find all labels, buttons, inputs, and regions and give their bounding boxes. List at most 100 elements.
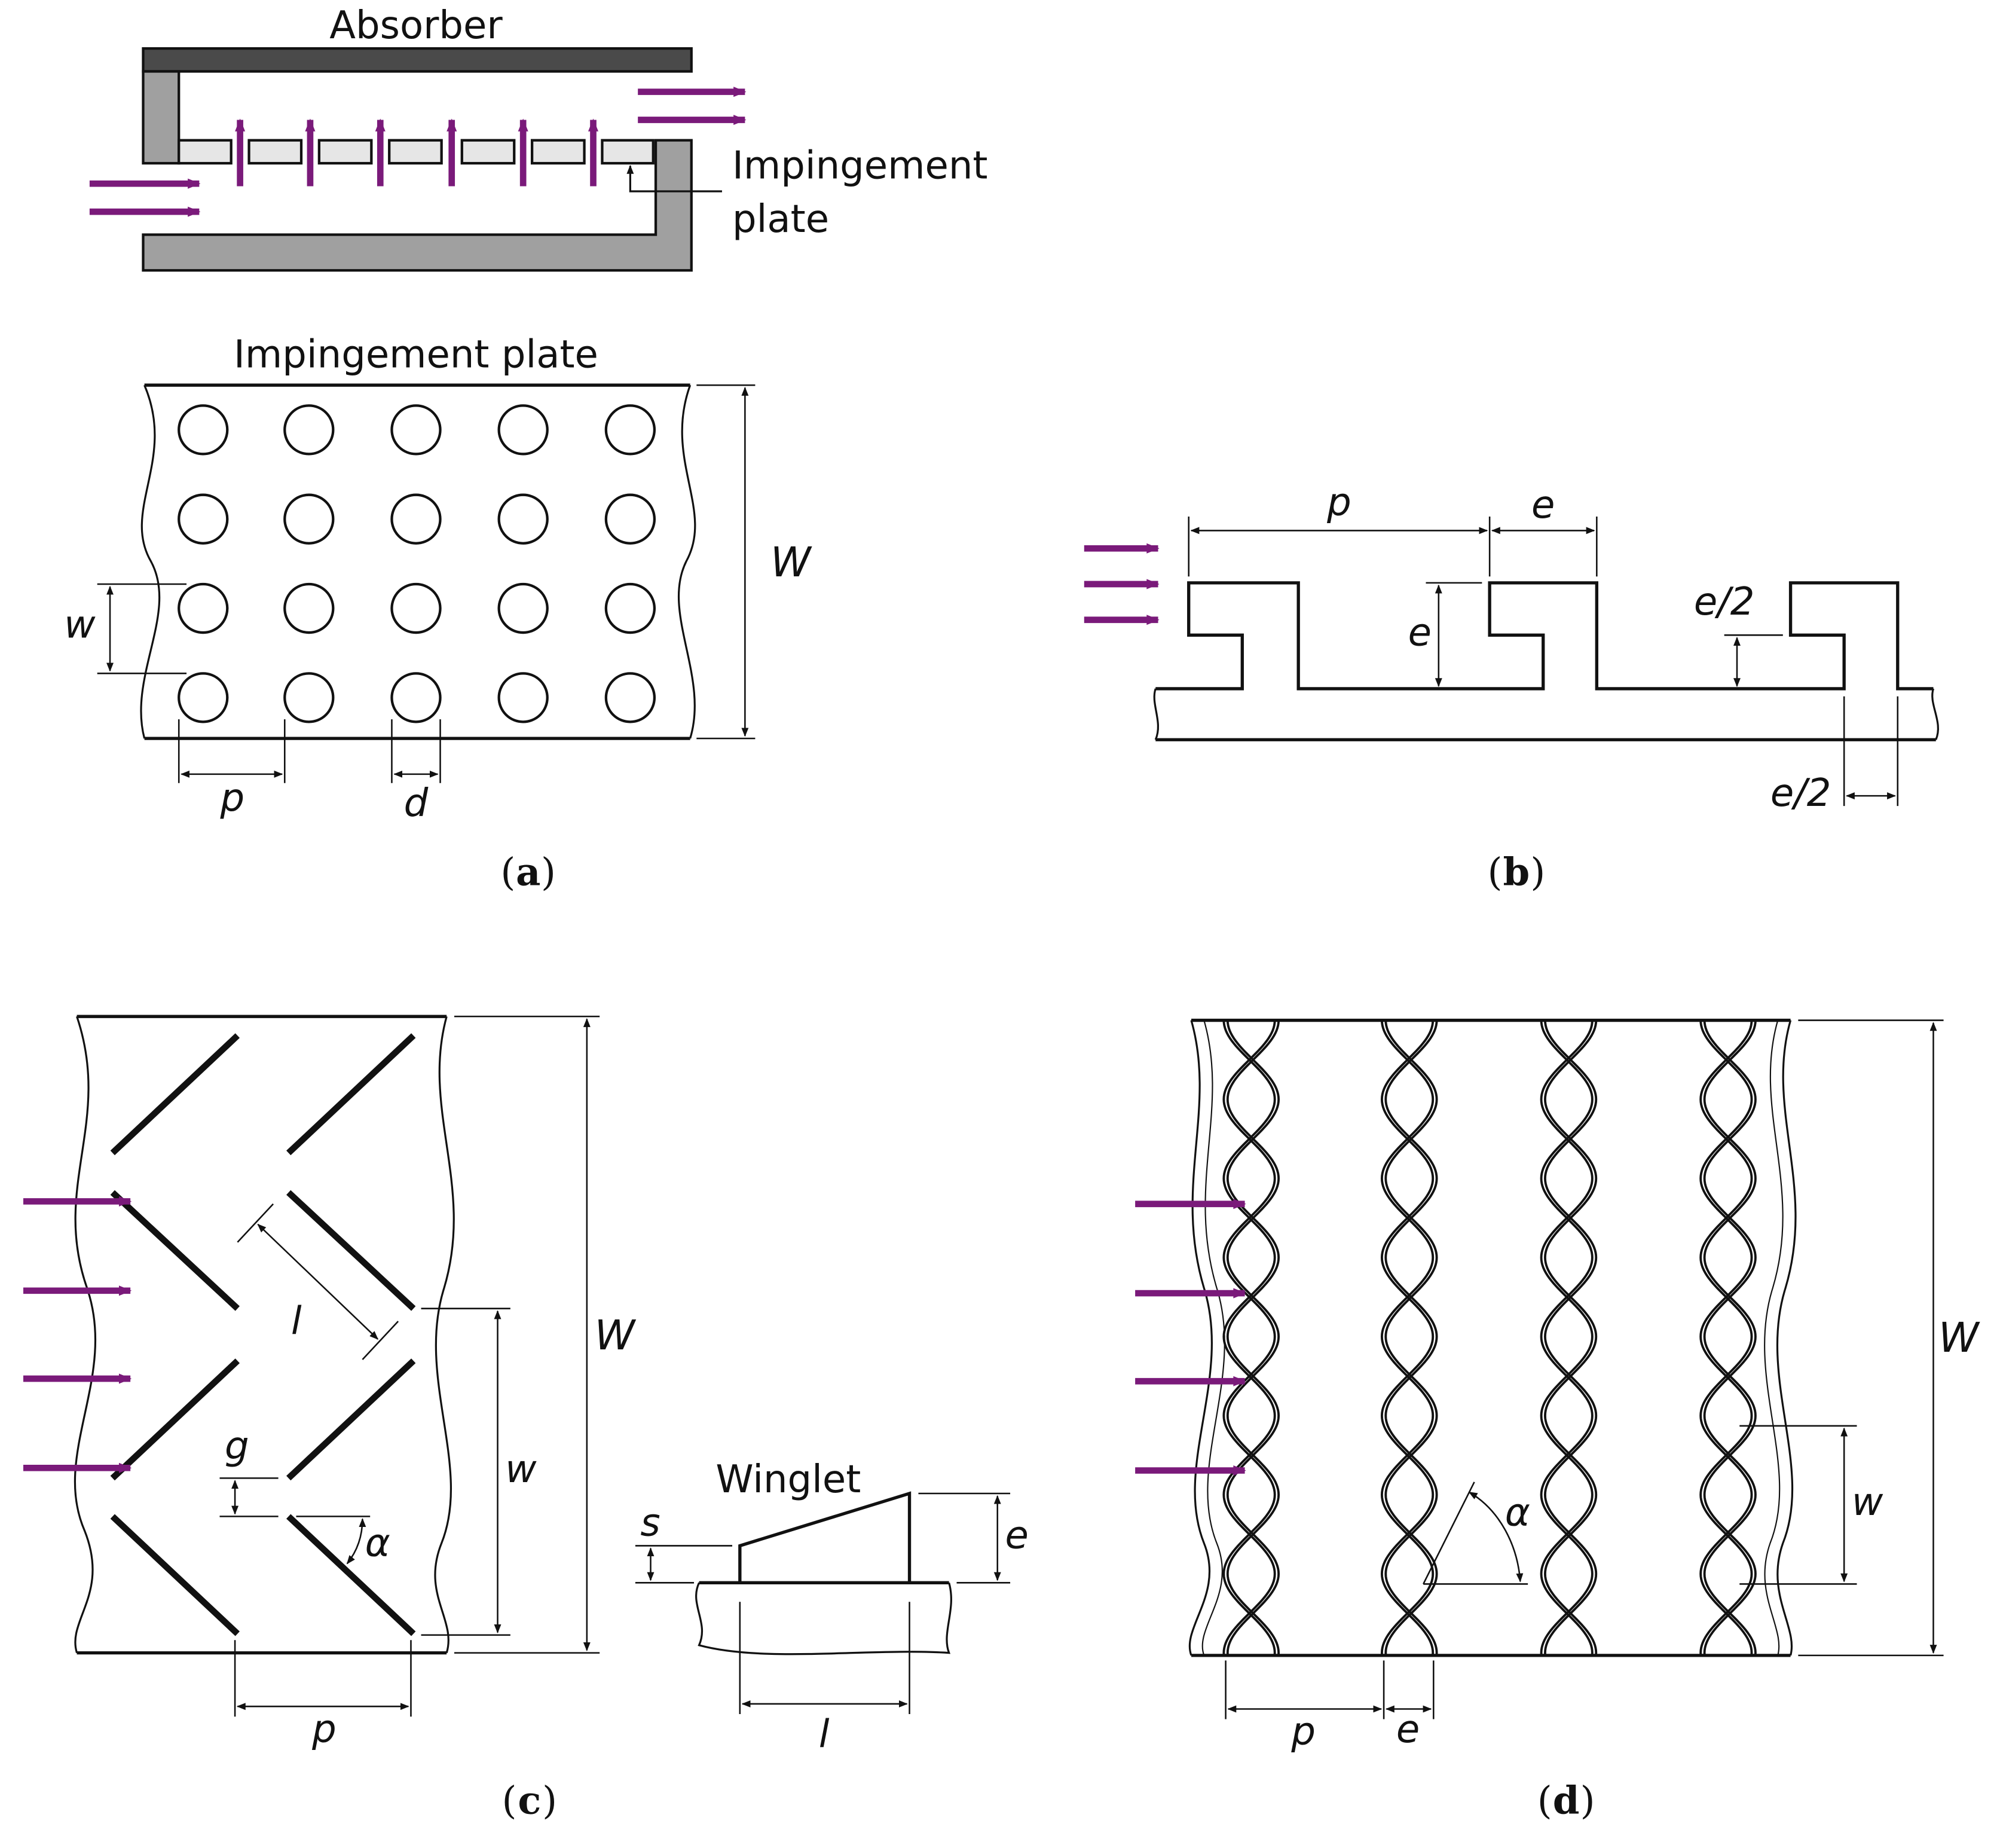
plate-segment [247, 139, 303, 165]
twisted-tape-edge [1544, 1020, 1598, 1655]
dim-p-label: p [311, 1708, 337, 1752]
dim-w-label: w [64, 603, 96, 647]
dimension-p-b: p [1188, 481, 1491, 577]
base-right-break [1931, 688, 1940, 740]
inlet-flow-arrows-c [23, 1196, 132, 1473]
dim-W-label: W [595, 1312, 637, 1360]
dim-w-label: w [505, 1447, 537, 1492]
caption-b: ( b ) [1488, 850, 1546, 894]
jet-hole [283, 672, 335, 723]
inlet-flow-arrows [89, 178, 201, 217]
jet-hole [178, 493, 229, 545]
dim-e-label: e [1005, 1514, 1029, 1558]
dimension-g-c: g [219, 1424, 279, 1517]
dimension-e-top-b: e [1491, 483, 1598, 577]
caption-d-letter: d [1553, 1778, 1580, 1823]
svg-text:): ) [1580, 1779, 1595, 1823]
duct-bottom-wall [142, 139, 693, 272]
dim-p-label: p [1290, 1710, 1316, 1754]
caption-a: ( a ) [500, 850, 556, 894]
plate-segment [530, 139, 586, 165]
twisted-tape-edge [1544, 1020, 1598, 1655]
dim-d-label: d [404, 781, 429, 826]
winglet [110, 1033, 240, 1156]
jet-hole [497, 493, 549, 545]
dimension-p-d: p e [1225, 1660, 1435, 1754]
dimension-d-a: d [391, 719, 441, 826]
svg-text:(: ( [502, 1779, 517, 1823]
jet-hole [283, 404, 335, 456]
dimension-p-c: p [234, 1640, 412, 1752]
jet-hole [497, 582, 549, 634]
panel-b: p e e e/2 e/2 ( b ) [1084, 481, 1940, 894]
panel-a: Absorber Impingement plate Impingement p… [64, 4, 987, 894]
jet-hole [178, 582, 229, 634]
jet-hole [497, 404, 549, 456]
svg-text:(: ( [1537, 1779, 1552, 1823]
plate-segment [601, 139, 655, 165]
dim-w-label: w [1852, 1480, 1883, 1525]
plate-segment [388, 139, 443, 165]
winglet [286, 1514, 416, 1636]
twisted-tapes [1222, 1020, 1757, 1655]
twisted-tape-edge [1703, 1020, 1757, 1655]
duct-left-wall [142, 70, 181, 165]
dim-e-half-top-label: e/2 [1694, 580, 1755, 624]
twisted-tape-edge [1703, 1020, 1757, 1655]
plate-right-break [677, 384, 696, 739]
dimension-W-d: W [1798, 1019, 1980, 1657]
dim-alpha-label: α [1505, 1490, 1530, 1535]
svg-text:(: ( [500, 850, 515, 894]
jet-hole [604, 672, 656, 723]
outlet-flow-arrows [638, 87, 747, 126]
impingement-leader-line [626, 164, 722, 193]
dimension-e-winglet: e [918, 1492, 1029, 1584]
jet-hole [604, 404, 656, 456]
dimension-w-d: w [1739, 1425, 1883, 1585]
dim-l-label: l [291, 1299, 302, 1343]
jet-holes [178, 404, 656, 723]
dim-alpha-label: α [365, 1521, 390, 1565]
plate-view-title: Impingement plate [234, 332, 598, 377]
jet-hole [497, 672, 549, 723]
caption-b-letter: b [1503, 850, 1530, 894]
dim-e-side-label: e [1408, 610, 1432, 655]
twisted-tape-edge [1222, 1020, 1276, 1655]
dim-e-top-label: e [1531, 483, 1555, 527]
twisted-tape-edge [1699, 1020, 1753, 1655]
twisted-tape-edge [1222, 1020, 1276, 1655]
dim-e-half-bottom-label: e/2 [1770, 771, 1831, 815]
plate-segment [178, 139, 233, 165]
plate-segment [460, 139, 516, 165]
dimension-p-a: p [178, 719, 286, 821]
winglet [110, 1190, 240, 1311]
caption-c-letter: c [518, 1778, 541, 1823]
svg-text:): ) [542, 1779, 557, 1823]
dim-l-winglet-label: l [819, 1712, 830, 1757]
dim-W-label: W [770, 539, 812, 587]
dimension-W-a: W [696, 384, 812, 740]
impingement-label-line1: Impingement [732, 144, 987, 188]
winglet [286, 1190, 416, 1311]
jet-hole [283, 582, 335, 634]
jet-hole [390, 404, 442, 456]
panel-d: W w α p e ( d ) [1135, 1018, 1980, 1823]
dimension-l-winglet: l [739, 1602, 910, 1757]
jet-hole [604, 493, 656, 545]
jet-hole [390, 493, 442, 545]
twisted-tape-edge [1380, 1020, 1435, 1655]
twisted-tape-edge [1384, 1020, 1438, 1655]
jet-hole [178, 404, 229, 456]
impingement-label-line2: plate [732, 197, 829, 242]
winglet-label: Winglet [715, 1458, 861, 1502]
svg-text:): ) [541, 850, 556, 894]
dimension-e-half-top-b: e/2 [1694, 580, 1783, 688]
duct-left-break-c [74, 1016, 97, 1654]
jet-hole [283, 493, 335, 545]
duct-left-break-d [1188, 1020, 1213, 1656]
caption-c: ( c ) [502, 1778, 558, 1823]
dim-W-label: W [1938, 1315, 1980, 1362]
dimension-e-half-bottom-b: e/2 [1770, 696, 1899, 815]
dim-s-label: s [640, 1501, 660, 1545]
